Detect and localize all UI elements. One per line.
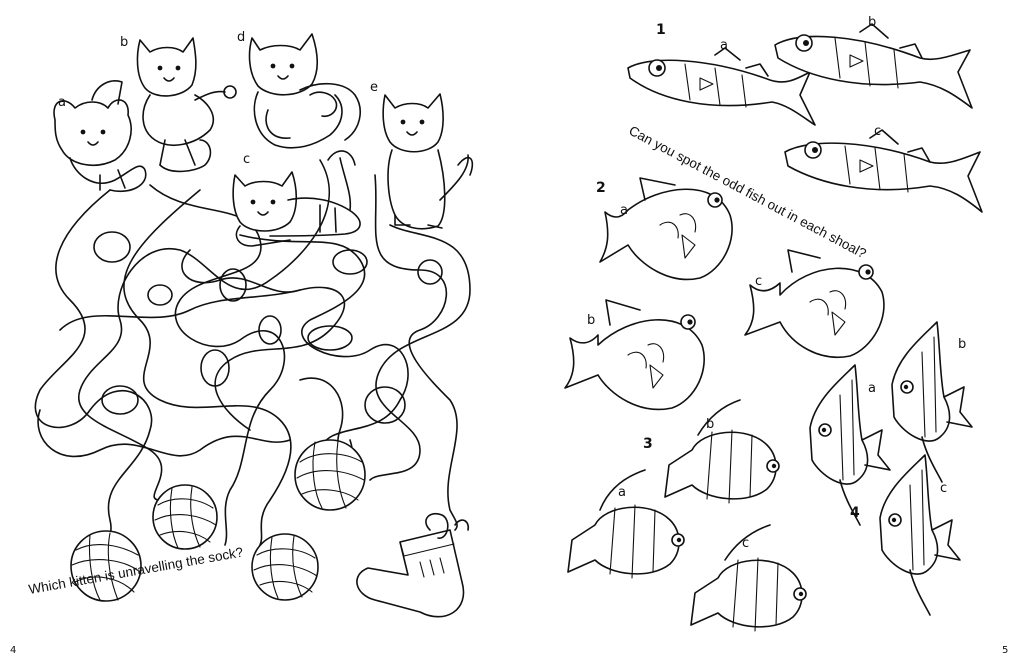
fish-1a xyxy=(627,47,816,126)
fish-label-3a: a xyxy=(618,485,626,500)
kitten-c xyxy=(232,150,361,247)
fish-4c xyxy=(879,454,961,616)
fish-label-4a: a xyxy=(868,381,876,396)
fish-label-1b: b xyxy=(868,15,877,30)
fish-label-4c: c xyxy=(940,481,948,496)
fish-label-2b: b xyxy=(587,313,596,328)
fish-3a xyxy=(567,469,685,579)
yarn-ball-2 xyxy=(152,484,218,550)
fish-4a xyxy=(809,364,891,526)
fish-label-2c: c xyxy=(755,274,763,289)
fish-label-1a: a xyxy=(720,38,728,53)
fish-2b xyxy=(564,299,705,411)
yarn-ball-4 xyxy=(294,439,366,511)
shoal-number-1: 1 xyxy=(656,22,666,38)
kitten-label-e: e xyxy=(370,80,378,95)
yarn-ball-1 xyxy=(70,530,142,602)
kitten-e xyxy=(382,93,474,230)
kitten-label-b: b xyxy=(120,35,129,50)
shoal-number-2: 2 xyxy=(596,180,606,196)
kitten-label-c: c xyxy=(243,152,251,167)
fish-2a xyxy=(599,177,733,281)
fish-1c xyxy=(784,129,983,213)
sock xyxy=(356,512,470,618)
left-page: a b c d e Which kitten is unravelling th… xyxy=(10,30,474,656)
fish-3b xyxy=(664,399,780,504)
fish-3c xyxy=(690,524,807,632)
right-page: 1 2 3 4 a b c a b c a b c a b c Can you … xyxy=(510,0,1020,664)
kitten-d xyxy=(248,33,361,149)
fish-label-3c: c xyxy=(742,536,750,551)
fish-label-3b: b xyxy=(706,417,715,432)
yarn-ball-3 xyxy=(251,533,319,601)
kitten-a xyxy=(53,80,147,192)
fish-2c xyxy=(744,249,885,358)
shoal-number-4: 4 xyxy=(850,505,860,521)
fish-label-4b: b xyxy=(958,337,967,352)
odd-fish-puzzle-illustration xyxy=(564,23,983,632)
fish-4b xyxy=(891,321,973,483)
kitten-label-a: a xyxy=(58,95,66,110)
shoal-number-3: 3 xyxy=(643,436,653,452)
page-number-right: 5 xyxy=(1002,645,1009,656)
tangled-yarn-maze xyxy=(34,159,471,561)
fish-label-2a: a xyxy=(620,203,628,218)
fish-1b xyxy=(774,23,973,109)
kitten-label-d: d xyxy=(237,30,246,45)
kitten-yarn-maze-illustration xyxy=(34,33,474,618)
kitten-b xyxy=(136,37,237,173)
page-number-left: 4 xyxy=(10,645,17,656)
fish-label-1c: c xyxy=(874,124,882,139)
